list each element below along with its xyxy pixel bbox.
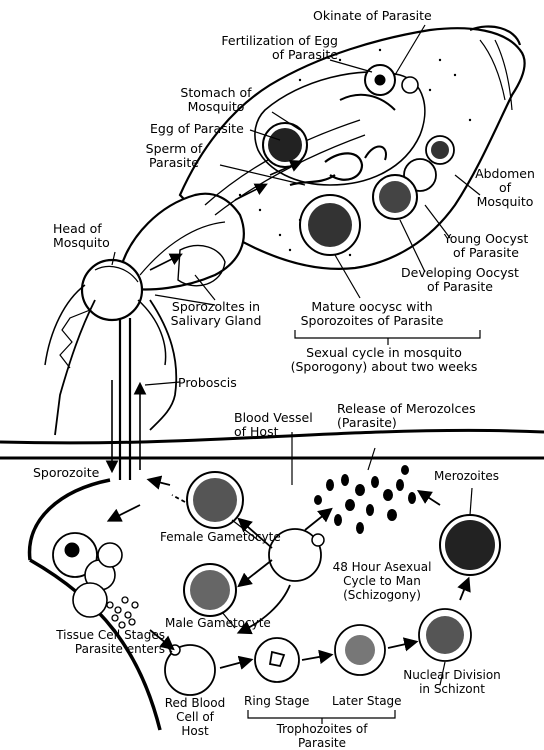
label-male-gametocyte: Male Gametocyte [165, 616, 271, 630]
label-blood-vessel: Blood Vessel of Host [234, 411, 313, 439]
label-sporozoite: Sporozoite [33, 466, 99, 480]
label-release-merozoites: Release of Merozolces (Parasite) [337, 402, 476, 430]
label-later-stage: Later Stage [332, 694, 402, 708]
label-female-gametocyte: Female Gametocyte [160, 530, 281, 544]
label-stomach: Stomach of Mosquito [160, 86, 272, 114]
label-head: Head of Mosquito [53, 222, 110, 250]
label-trophozoites: Trophozoites of Parasite [262, 722, 382, 750]
label-fertilization: Fertilization of Egg of Parasite [178, 34, 338, 62]
label-young-oocyst: Young Oocyst of Parasite [436, 232, 536, 260]
label-tissue-stages: Tissue Cell Stages Parasite enters [0, 628, 165, 656]
label-sexual-cycle: Sexual cycle in mosquito (Sporogony) abo… [284, 346, 484, 374]
label-egg: Egg of Parasite [150, 122, 244, 136]
label-asexual-cycle: 48 Hour Asexual Cycle to Man (Schizogony… [326, 560, 438, 602]
label-mature-oocyst: Mature oocysc with Sporozoites of Parasi… [282, 300, 462, 328]
label-proboscis: Proboscis [178, 376, 237, 390]
label-red-blood-cell: Red Blood Cell of Host [162, 696, 228, 738]
released-merozoites [314, 465, 416, 534]
label-salivary-gland: Sporozoltes in Salivary Gland [164, 300, 268, 328]
label-merozoites: Merozoites [434, 469, 499, 483]
label-sperm: Sperm of Parasite [128, 142, 220, 170]
label-abdomen: Abdomen of Mosquito [470, 167, 540, 209]
label-ring-stage: Ring Stage [244, 694, 309, 708]
tissue-merozoites [107, 597, 138, 628]
label-developing-oocyst: Developing Oocyst of Parasite [392, 266, 528, 294]
label-okinate: Okinate of Parasite [313, 9, 432, 23]
label-nuclear-division: Nuclear Division in Schizont [400, 668, 504, 696]
